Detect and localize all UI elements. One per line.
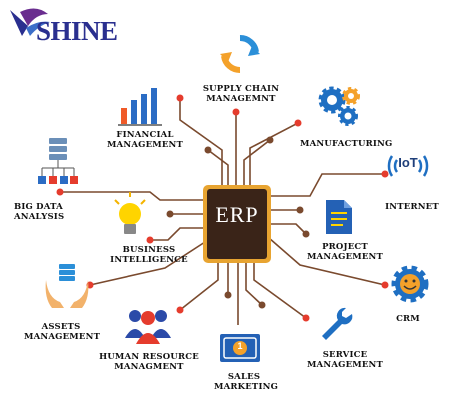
sales-badge: 1 [237, 341, 243, 351]
hands-database-icon [45, 264, 89, 308]
people-icon [125, 310, 171, 344]
label-big-data: BIG DATA ANALYSIS [14, 202, 65, 222]
gears-icon [318, 86, 360, 126]
label-business-intelligence: BUSINESS INTELLIGENCE [110, 245, 188, 265]
gear-smile-icon [391, 265, 429, 303]
money-bill-icon [220, 334, 260, 362]
wrench-icon [322, 307, 353, 340]
label-assets: ASSETS MANAGEMENT [24, 322, 101, 342]
label-internet: INTERNET [385, 202, 439, 212]
shine-logo-icon [10, 8, 50, 36]
erp-label: ERP [215, 202, 259, 227]
refresh-cycle-icon [220, 34, 260, 74]
trace-crm [268, 237, 386, 286]
label-project: PROJECT MANAGEMENT [306, 242, 384, 262]
trace-right-short [269, 223, 307, 235]
trace-left-short [150, 227, 205, 241]
trace-financial [179, 98, 223, 187]
label-financial: FINANCIAL MANAGEMENT [106, 130, 184, 150]
trace-hr [179, 261, 219, 311]
trace-top-short-a [207, 149, 229, 187]
trace-manufacturing [249, 122, 299, 187]
lightbulb-icon [114, 192, 146, 234]
trace-bigdata [60, 191, 205, 201]
document-icon [326, 200, 352, 234]
iot-text: IoT [398, 155, 418, 170]
iot-icon [387, 155, 429, 177]
label-service: SERVICE MANAGEMENT [306, 350, 384, 370]
label-supply-chain: SUPPLY CHAIN MANAGEMNT [202, 84, 280, 104]
label-manufacturing: MANUFACTURING [300, 139, 393, 149]
trace-bottom-short-b [245, 261, 263, 306]
label-human-resource: HUMAN RESOURCE MANAGMENT [99, 352, 199, 372]
trace-assets [89, 241, 206, 286]
label-crm: CRM [396, 314, 420, 324]
chip-body [207, 189, 267, 259]
brand-name: SHINE [36, 16, 118, 46]
label-sales: SALES MARKETING [214, 372, 279, 392]
trace-service [253, 261, 307, 319]
trace-top-short-b [243, 139, 271, 187]
trace-internet [269, 173, 385, 197]
database-network-icon [38, 138, 78, 184]
bar-chart-icon [118, 88, 162, 126]
